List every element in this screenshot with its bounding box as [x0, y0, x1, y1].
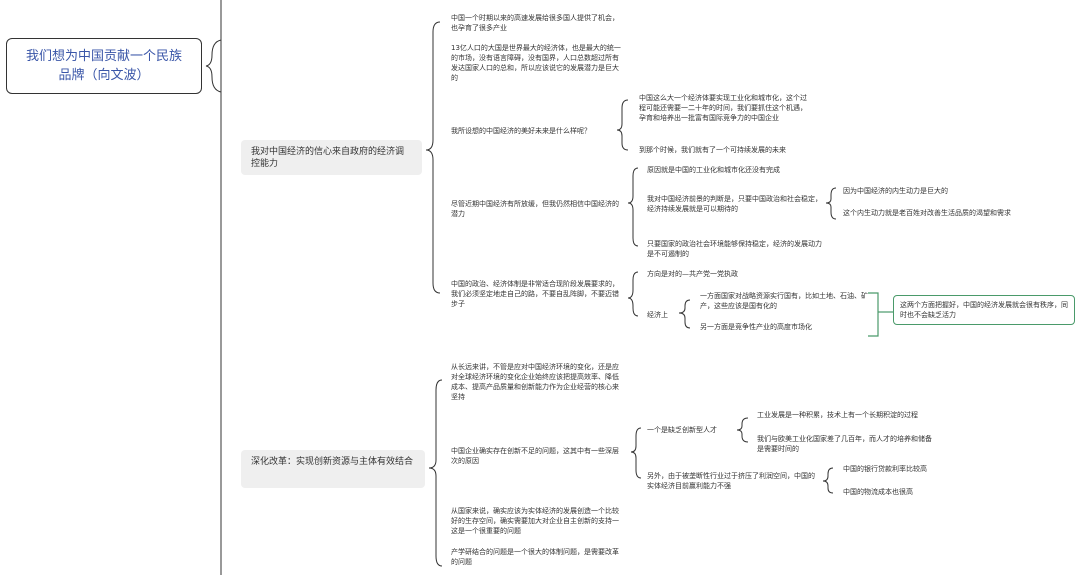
branch1-brace [425, 21, 441, 294]
root-topic[interactable]: 我们想为中国贡献一个民族品牌（向文波） [6, 38, 202, 94]
node-b1-n5b1[interactable]: 一方面国家对战略资源实行国有，比如土地、石油、矿产，这些应该是国有化的 [700, 292, 868, 310]
n4-brace [627, 167, 639, 247]
node-b2-m2b2[interactable]: 中国的物流成本也很高 [843, 488, 913, 496]
m2-brace [630, 427, 642, 479]
node-b1-n1[interactable]: 中国一个时期以来的高速发展给很多国人提供了机会，也孕育了很多产业 [451, 14, 619, 32]
node-b2-m2a2[interactable]: 我们与欧美工业化国家差了几百年，而人才的培养和储备是需要时间的 [757, 435, 932, 453]
node-b1-n4a[interactable]: 原因就是中国的工业化和城市化还没有完成 [647, 166, 780, 174]
node-b1-n2[interactable]: 13亿人口的大国是世界最大的经济体，也是最大的统一的市场，没有语言障碍，没有国界… [451, 44, 621, 82]
branch-deepen-reform[interactable]: 深化改革：实现创新资源与主体有效结合 [241, 450, 425, 488]
node-b2-m4[interactable]: 产学研结合的问题是一个很大的体制问题，是需要改革的问题 [451, 548, 619, 566]
n3-brace [616, 99, 629, 151]
n5-brace [627, 271, 639, 317]
node-b1-n5a[interactable]: 方向是对的—共产党一党执政 [647, 270, 738, 278]
branch2-brace [428, 379, 443, 567]
callout-bracket [868, 292, 879, 337]
node-b1-n3a[interactable]: 中国这么大一个经济体要实现工业化和城市化，这个过程可能还需要一二十年的时间，我们… [639, 94, 807, 122]
m2b-brace [822, 467, 834, 494]
node-b1-n4[interactable]: 尽管近期中国经济有所放缓，但我仍然相信中国经济的潜力 [451, 200, 619, 218]
node-b1-n4b1[interactable]: 因为中国经济的内生动力是巨大的 [843, 187, 948, 195]
n5b-brace [678, 299, 691, 329]
callout-note[interactable]: 这两个方面把握好，中国的经济发展就会很有秩序，同时也不会缺乏活力 [893, 295, 1075, 325]
node-b2-m2[interactable]: 中国企业确实存在创新不足的问题，这其中有一些深层次的原因 [451, 447, 619, 465]
node-b1-n5[interactable]: 中国的政治、经济体制是非常适合现阶段发展要求的，我们必须坚定地走自己的路，不要自… [451, 280, 619, 308]
branch-economy-confidence[interactable]: 我对中国经济的信心来自政府的经济调控能力 [241, 140, 422, 175]
node-b1-n3[interactable]: 我所设想的中国经济的美好未来是什么样呢？ [451, 127, 591, 135]
node-b1-n4b2[interactable]: 这个内生动力就是老百姓对改善生活品质的渴望和需求 [843, 209, 1011, 217]
node-b2-m2a[interactable]: 一个是缺乏创新型人才 [647, 426, 717, 434]
n4b-brace [825, 187, 837, 220]
node-b1-n3b[interactable]: 到那个时候，我们就有了一个可持续发展的未来 [639, 146, 786, 154]
node-b2-m2a1[interactable]: 工业发展是一种积累，技术上有一个长期积淀的过程 [757, 411, 918, 419]
node-b2-m3[interactable]: 从国家来说，确实应该为实体经济的发展创造一个比较好的生存空间，确实需要加大对企业… [451, 507, 619, 535]
node-b2-m1[interactable]: 从长远来讲，不管是应对中国经济环境的变化，还是应对全球经济环境的变化企业始终应该… [451, 363, 619, 401]
node-b2-m2b[interactable]: 另外，由于被垄断性行业过于挤压了利润空间，中国的实体经济目前赢利能力不强 [647, 472, 815, 490]
node-b1-n5b[interactable]: 经济上 [647, 311, 668, 319]
node-b2-m2b1[interactable]: 中国的银行贷款利率比较高 [843, 465, 927, 473]
node-b1-n5b2[interactable]: 另一方面是竞争性产业的高度市场化 [700, 323, 812, 331]
node-b1-n4c[interactable]: 只要国家的政治社会环境能够保持稳定，经济的发展动力是不可遏制的 [647, 240, 822, 258]
root-brace [205, 39, 222, 93]
node-b1-n4b[interactable]: 我对中国经济前景的判断是，只要中国政治和社会稳定，经济持续发展就是可以期待的 [647, 195, 822, 213]
m2a-brace [736, 417, 749, 443]
